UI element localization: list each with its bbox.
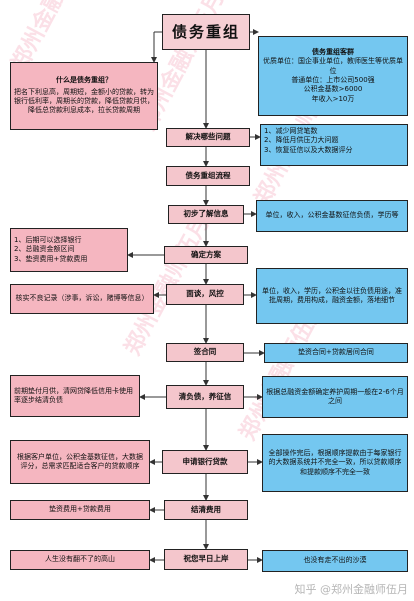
target-customers-line: 年收入>10万 [311,94,355,103]
flow-step-settle: 结清费用 [164,500,248,520]
flow-step-process: 债务重组流程 [166,166,250,186]
target-customers-heading: 债务重组客群 [312,47,354,56]
definition-body: 把名下利息高，周期短，金额小的贷款，转为银行低利率，周期长的贷款，降低贷款月供，… [14,87,154,115]
target-customers-line: 普通单位：上市公司500强 [291,76,375,84]
flow-step-understand: 初步了解信息 [168,205,244,224]
note-plan: 1、后期可以选择银行 2、总融资金额区间 3、垫资费用+贷款费用 [10,228,128,272]
target-customers-line: 公积金基数>6000 [303,85,363,94]
note-mountain: 人生没有翻不了的高山 [10,550,150,570]
page-title: 债务重组 [162,14,250,50]
problems-solved-box: 1、减少网贷笔数 2、降低月供压力大问题 3、恢复征信以及大数据评分 [260,124,408,166]
note-landing: 也没有走不出的沙漠 [262,550,408,572]
flow-step-landing: 祝您早日上岸 [164,549,248,570]
target-customers-box: 债务重组客群 优质单位：国企事业单位，教师医生等优质单位 普通单位：上市公司50… [258,36,408,116]
flow-step-apply-loan: 申请银行贷款 [162,450,248,474]
note-fees: 垫资费用+贷款费用 [10,500,150,520]
flow-step-contract: 签合同 [166,343,244,362]
note-interview: 单位，收入，学历，公积金以往负债用途，准批周期，费用构成，融资金额，落地细节 [256,268,408,324]
problems-line: 2、降低月供压力大问题 [264,136,339,145]
note-loan-matching: 根据客户单位，公积金基数征信，大数据评分，总需求匹配适合客户的贷款顺序 [10,440,150,484]
target-customers-line: 优质单位：国企事业单位，教师医生等优质单位 [263,57,403,75]
problems-line: 1、减少网贷笔数 [264,127,318,135]
definition-heading: 什么是债务重组？ [56,76,112,85]
definition-box: 什么是债务重组？ 把名下利息高，周期短，金额小的贷款，转为银行低利率，周期长的贷… [10,62,158,130]
problems-line: 3、恢复征信以及大数据评分 [264,145,353,154]
flow-step-problems: 解决哪些问题 [166,128,250,147]
flow-step-clear-debt: 清负债，养征信 [166,385,244,409]
note-apply-loan: 全部操作完后，根据顺序提款由于每家银行的大数据系统并不完全一致，所以贷款顺序和提… [262,434,408,492]
note-clear-debt: 根据总融资金额确定养护周期一般在2-6个月之间 [262,376,408,418]
note-debt-clearing: 前期垫付月供，清网贷降低信用卡使用率逐步结清负债 [10,375,140,417]
note-understand: 单位，收入，公积金基数征信负债，学历等 [256,200,408,232]
footer-watermark: 知乎 @郑州金融师伍月 [294,583,409,596]
note-risk-check: 核实不良记录（涉事，诉讼，赌博等信息） [10,284,154,314]
flow-step-interview: 面谈，风控 [166,284,244,305]
flow-step-plan: 确定方案 [164,246,248,264]
note-contract: 垫资合同+贷款居间合同 [264,343,408,363]
